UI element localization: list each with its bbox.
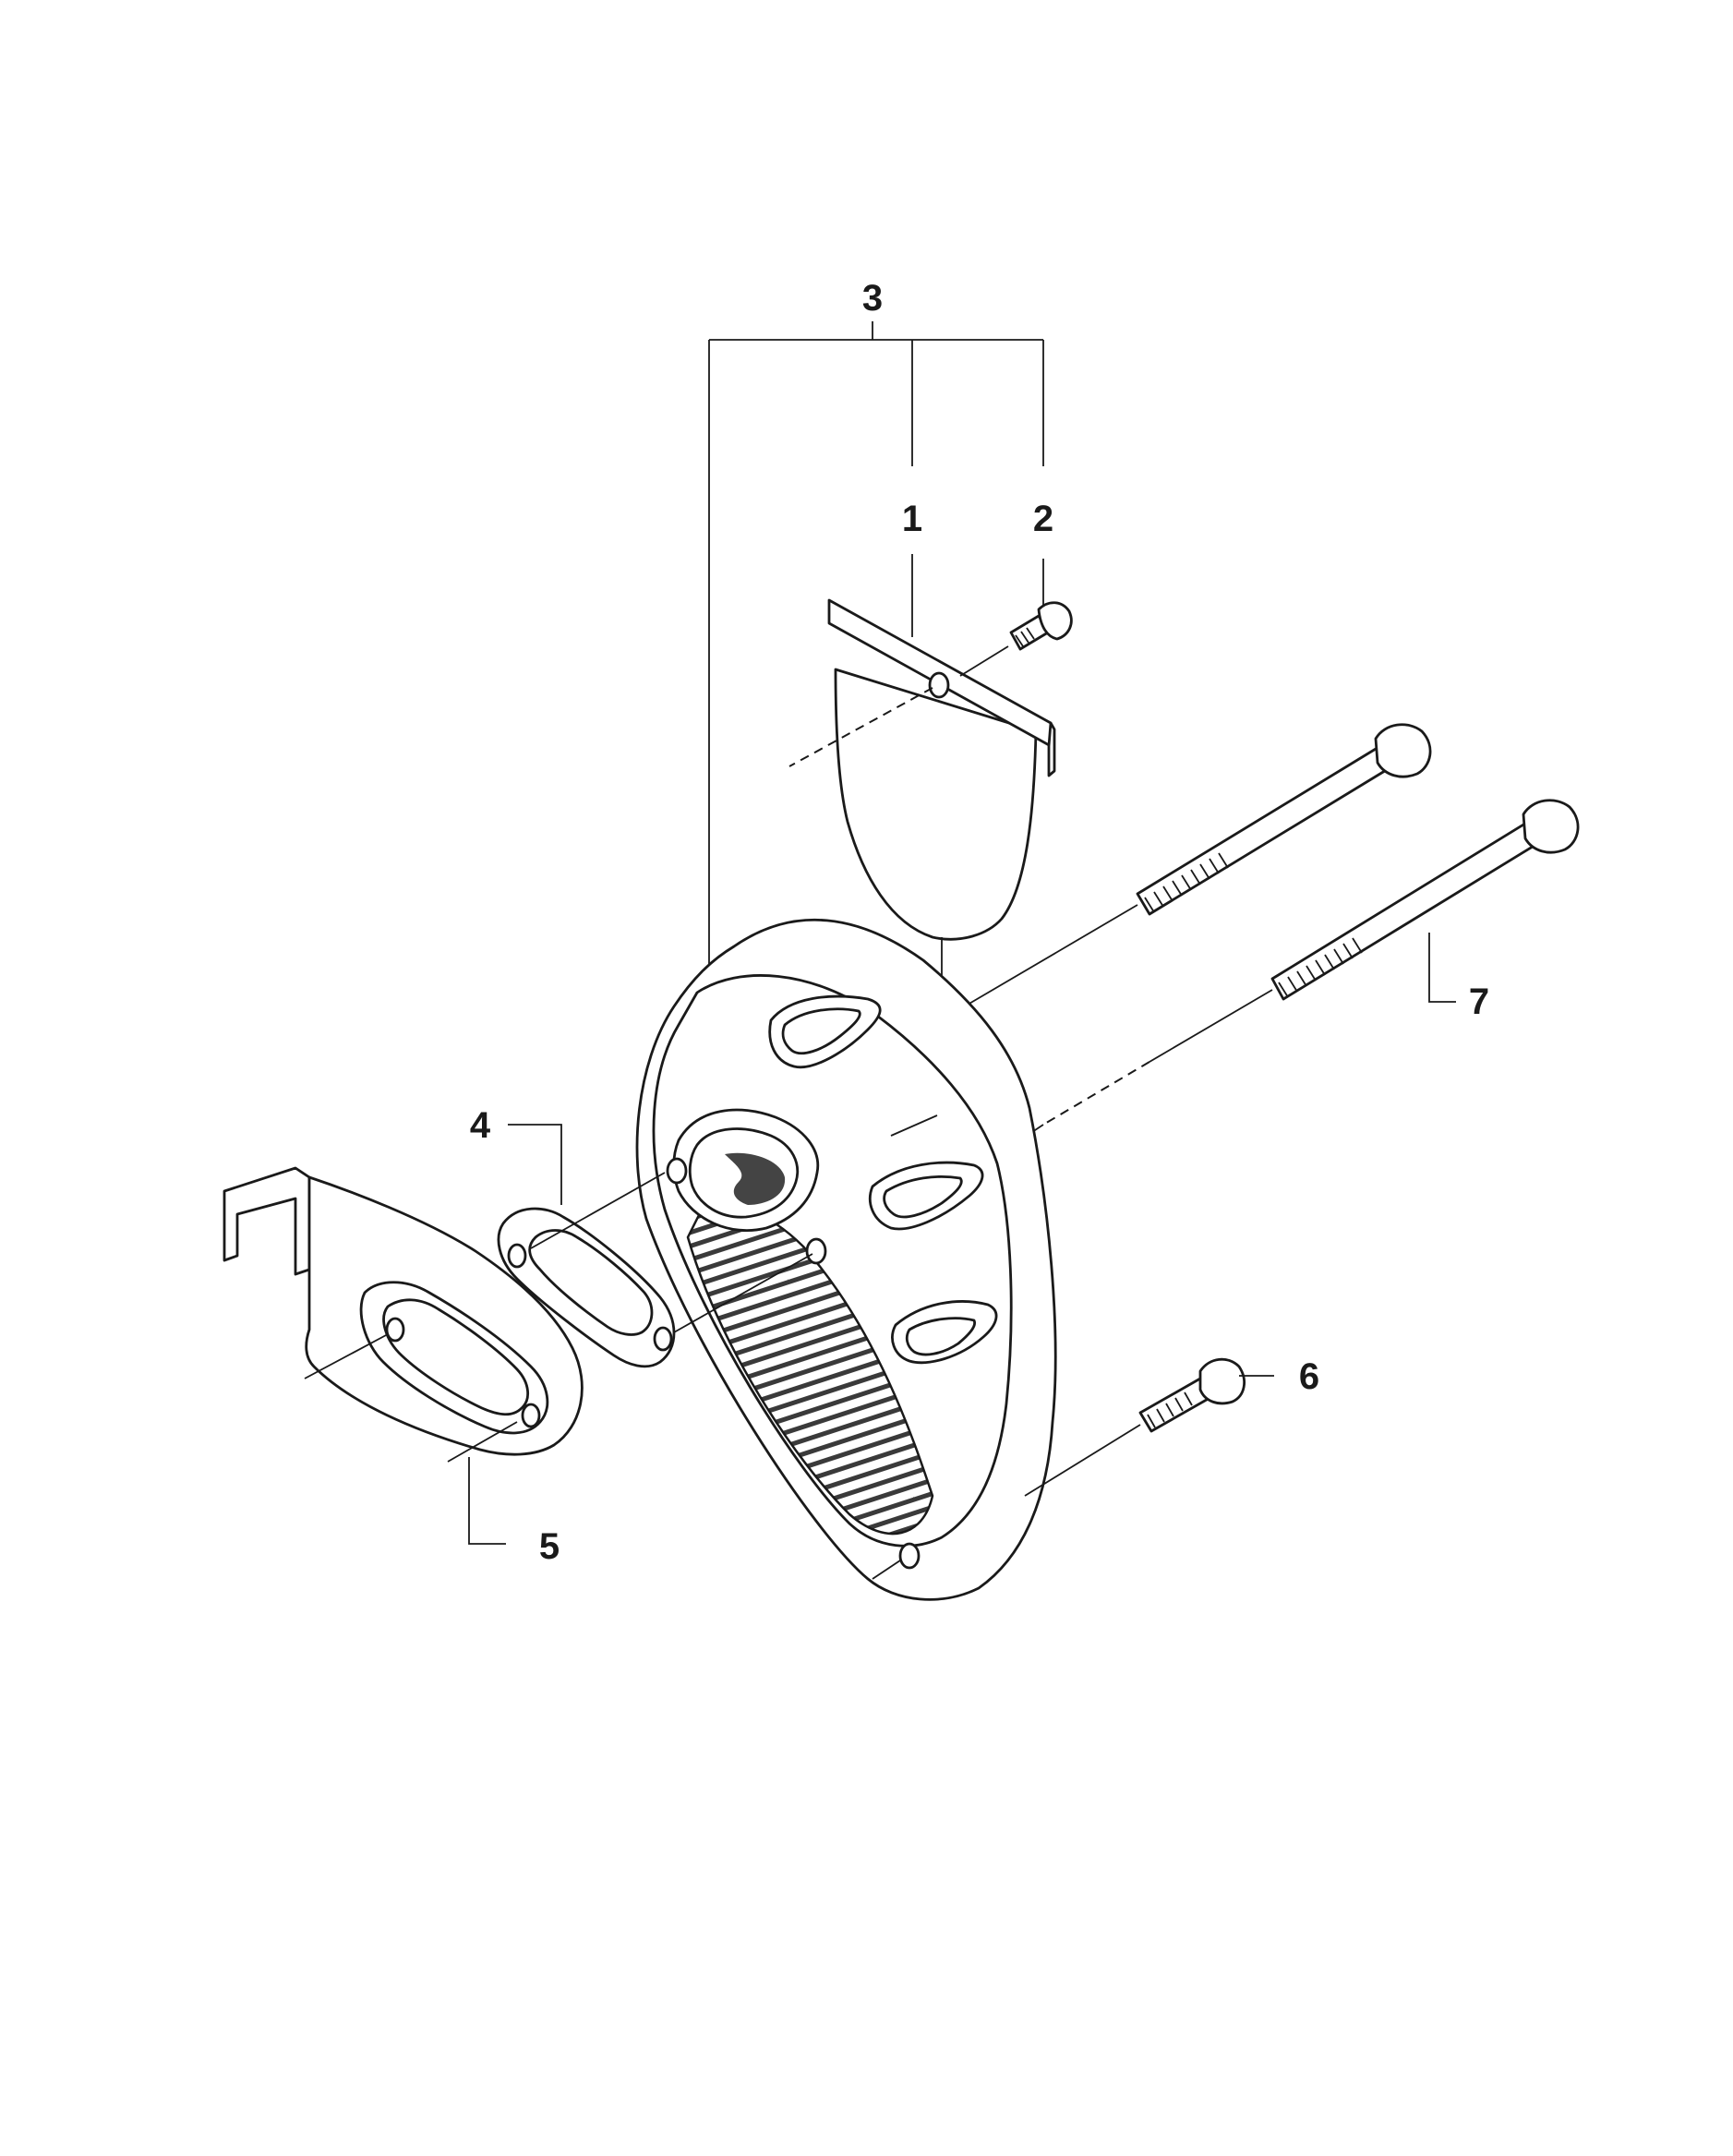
callout-3: 3 (862, 278, 883, 319)
callout-5: 5 (539, 1526, 560, 1567)
screw-part-2 (959, 559, 1073, 677)
long-bolt-upper (967, 723, 1432, 1006)
spark-arrestor-screen (788, 554, 1056, 1002)
group-bracket-3 (708, 321, 1044, 970)
heat-shield-part-5 (223, 1166, 584, 1545)
callout-2: 2 (1033, 499, 1053, 539)
callout-labels: 1 2 3 4 5 6 7 (470, 278, 1489, 1567)
callout-1: 1 (902, 499, 922, 539)
screw-part-6 (1024, 1357, 1274, 1497)
callout-6: 6 (1299, 1356, 1319, 1397)
callout-4: 4 (470, 1105, 491, 1146)
callout-7: 7 (1469, 982, 1489, 1022)
muffler-body (635, 918, 1057, 1601)
long-bolt-lower (1029, 799, 1580, 1135)
gasket-part-4 (497, 1124, 813, 1368)
